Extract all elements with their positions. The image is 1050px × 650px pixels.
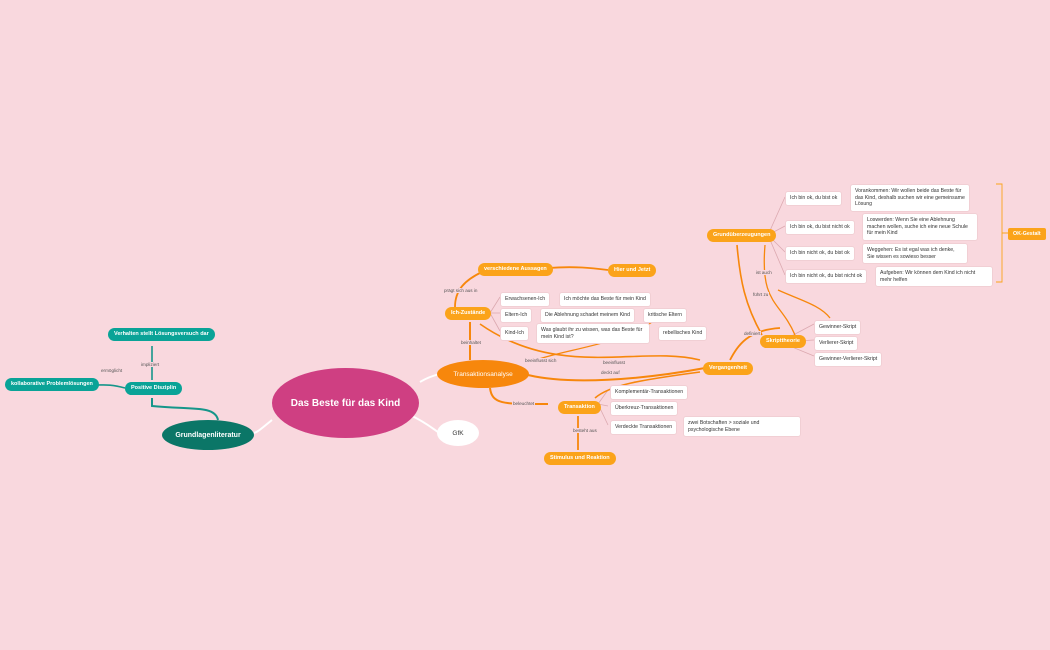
label-besteht-aus: besteht aus	[572, 428, 598, 433]
node-ok3-text[interactable]: Weggehen: Es ist egal was ich denke, Sie…	[862, 243, 968, 264]
node-verdeckte-text[interactable]: zwei Botschaften > soziale und psycholog…	[683, 416, 801, 437]
central-topic-label: Das Beste für das Kind	[290, 397, 401, 409]
topic-grundlagenliteratur[interactable]: Grundlagenliteratur	[162, 420, 254, 450]
label-ermoeglicht: ermöglicht	[100, 368, 124, 373]
label-beinhaltet: beinhaltet	[460, 340, 482, 345]
node-eltern-text[interactable]: Die Ablehnung schadet meinem Kind	[540, 308, 636, 323]
node-kollaborative-problemloesungen[interactable]: kollaborative Problemlösungen	[5, 378, 99, 391]
node-hier-und-jetzt[interactable]: Hier und Jetzt	[608, 264, 657, 277]
label-ist-auch: ist auch	[755, 270, 773, 275]
node-eltern-ich[interactable]: Eltern-Ich	[500, 308, 533, 323]
node-gewinner-verlierer-skript[interactable]: Gewinner-Verlierer-Skript	[814, 352, 883, 367]
node-ok1[interactable]: Ich bin ok, du bist ok	[785, 191, 843, 206]
node-verhalten[interactable]: Verhalten stellt Lösungsversuch dar	[108, 328, 215, 341]
label-beeinflusst-sich: beeinflusst sich	[524, 358, 558, 363]
node-transaktion[interactable]: Transaktion	[558, 401, 601, 414]
transaktionsanalyse-label: Transaktionsanalyse	[453, 370, 513, 378]
topic-transaktionsanalyse[interactable]: Transaktionsanalyse	[437, 360, 529, 388]
node-skripttheorie[interactable]: Skripttheorie	[760, 335, 806, 348]
node-positive-disziplin[interactable]: Positive Disziplin	[125, 382, 183, 395]
central-topic[interactable]: Das Beste für das Kind	[272, 368, 419, 438]
label-definiert: definiert	[743, 331, 762, 336]
node-ok4[interactable]: Ich bin nicht ok, du bist nicht ok	[785, 269, 868, 284]
label-beeinflusst: beeinflusst	[602, 360, 626, 365]
node-ueberkreuz[interactable]: Überkreuz-Transaktionen	[610, 401, 679, 416]
node-erwachsenen-text[interactable]: Ich möchte das Beste für mein Kind	[559, 292, 651, 307]
gfk-label: GfK	[452, 429, 464, 437]
node-erwachsenen-ich[interactable]: Erwachsenen-Ich	[500, 292, 551, 307]
node-ok4-text[interactable]: Aufgeben: Wir können dem Kind ich nicht …	[875, 266, 993, 287]
node-kritische-eltern[interactable]: kritische Eltern	[643, 308, 688, 323]
label-impliziert: impliziert	[140, 362, 161, 367]
node-stimulus-reaktion[interactable]: Stimulus und Reaktion	[544, 452, 616, 465]
node-verschiedene-aussagen[interactable]: verschiedene Aussagen	[478, 263, 553, 276]
node-ich-zustaende[interactable]: Ich-Zustände	[445, 307, 492, 320]
node-ok3[interactable]: Ich bin nicht ok, du bist ok	[785, 246, 855, 261]
node-rebellisches-kind[interactable]: rebellisches Kind	[658, 326, 708, 341]
node-ok-gestalt[interactable]: OK-Gestalt	[1008, 228, 1046, 240]
node-ok1-text[interactable]: Vorankommen: Wir wollen beide das Beste …	[850, 184, 970, 212]
topic-gfk[interactable]: GfK	[437, 420, 479, 446]
label-deckt-auf: deckt auf	[600, 370, 621, 375]
node-grundueberzeugungen[interactable]: Grundüberzeugungen	[707, 229, 777, 242]
node-verdeckte[interactable]: Verdeckte Transaktionen	[610, 420, 678, 435]
node-gewinner-skript[interactable]: Gewinner-Skript	[814, 320, 862, 335]
node-verlierer-skript[interactable]: Verlierer-Skript	[814, 336, 859, 351]
node-komplementaer[interactable]: Komplementär-Transaktionen	[610, 385, 689, 400]
label-fuehrt-zu: führt zu	[752, 292, 770, 297]
node-kind-ich[interactable]: Kind-Ich	[500, 326, 530, 341]
label-praegt: prägt sich aus in	[443, 288, 479, 293]
node-ok2[interactable]: Ich bin ok, du bist nicht ok	[785, 220, 855, 235]
grundlagen-label: Grundlagenliteratur	[175, 431, 241, 439]
node-kind-text[interactable]: Was glaubt ihr zu wissen, was das Beste …	[536, 323, 650, 344]
node-vergangenheit[interactable]: Vergangenheit	[703, 362, 753, 375]
label-beleuchtet: beleuchtet	[512, 401, 536, 406]
node-ok2-text[interactable]: Loswerden: Wenn Sie eine Ablehnung mache…	[862, 213, 978, 241]
